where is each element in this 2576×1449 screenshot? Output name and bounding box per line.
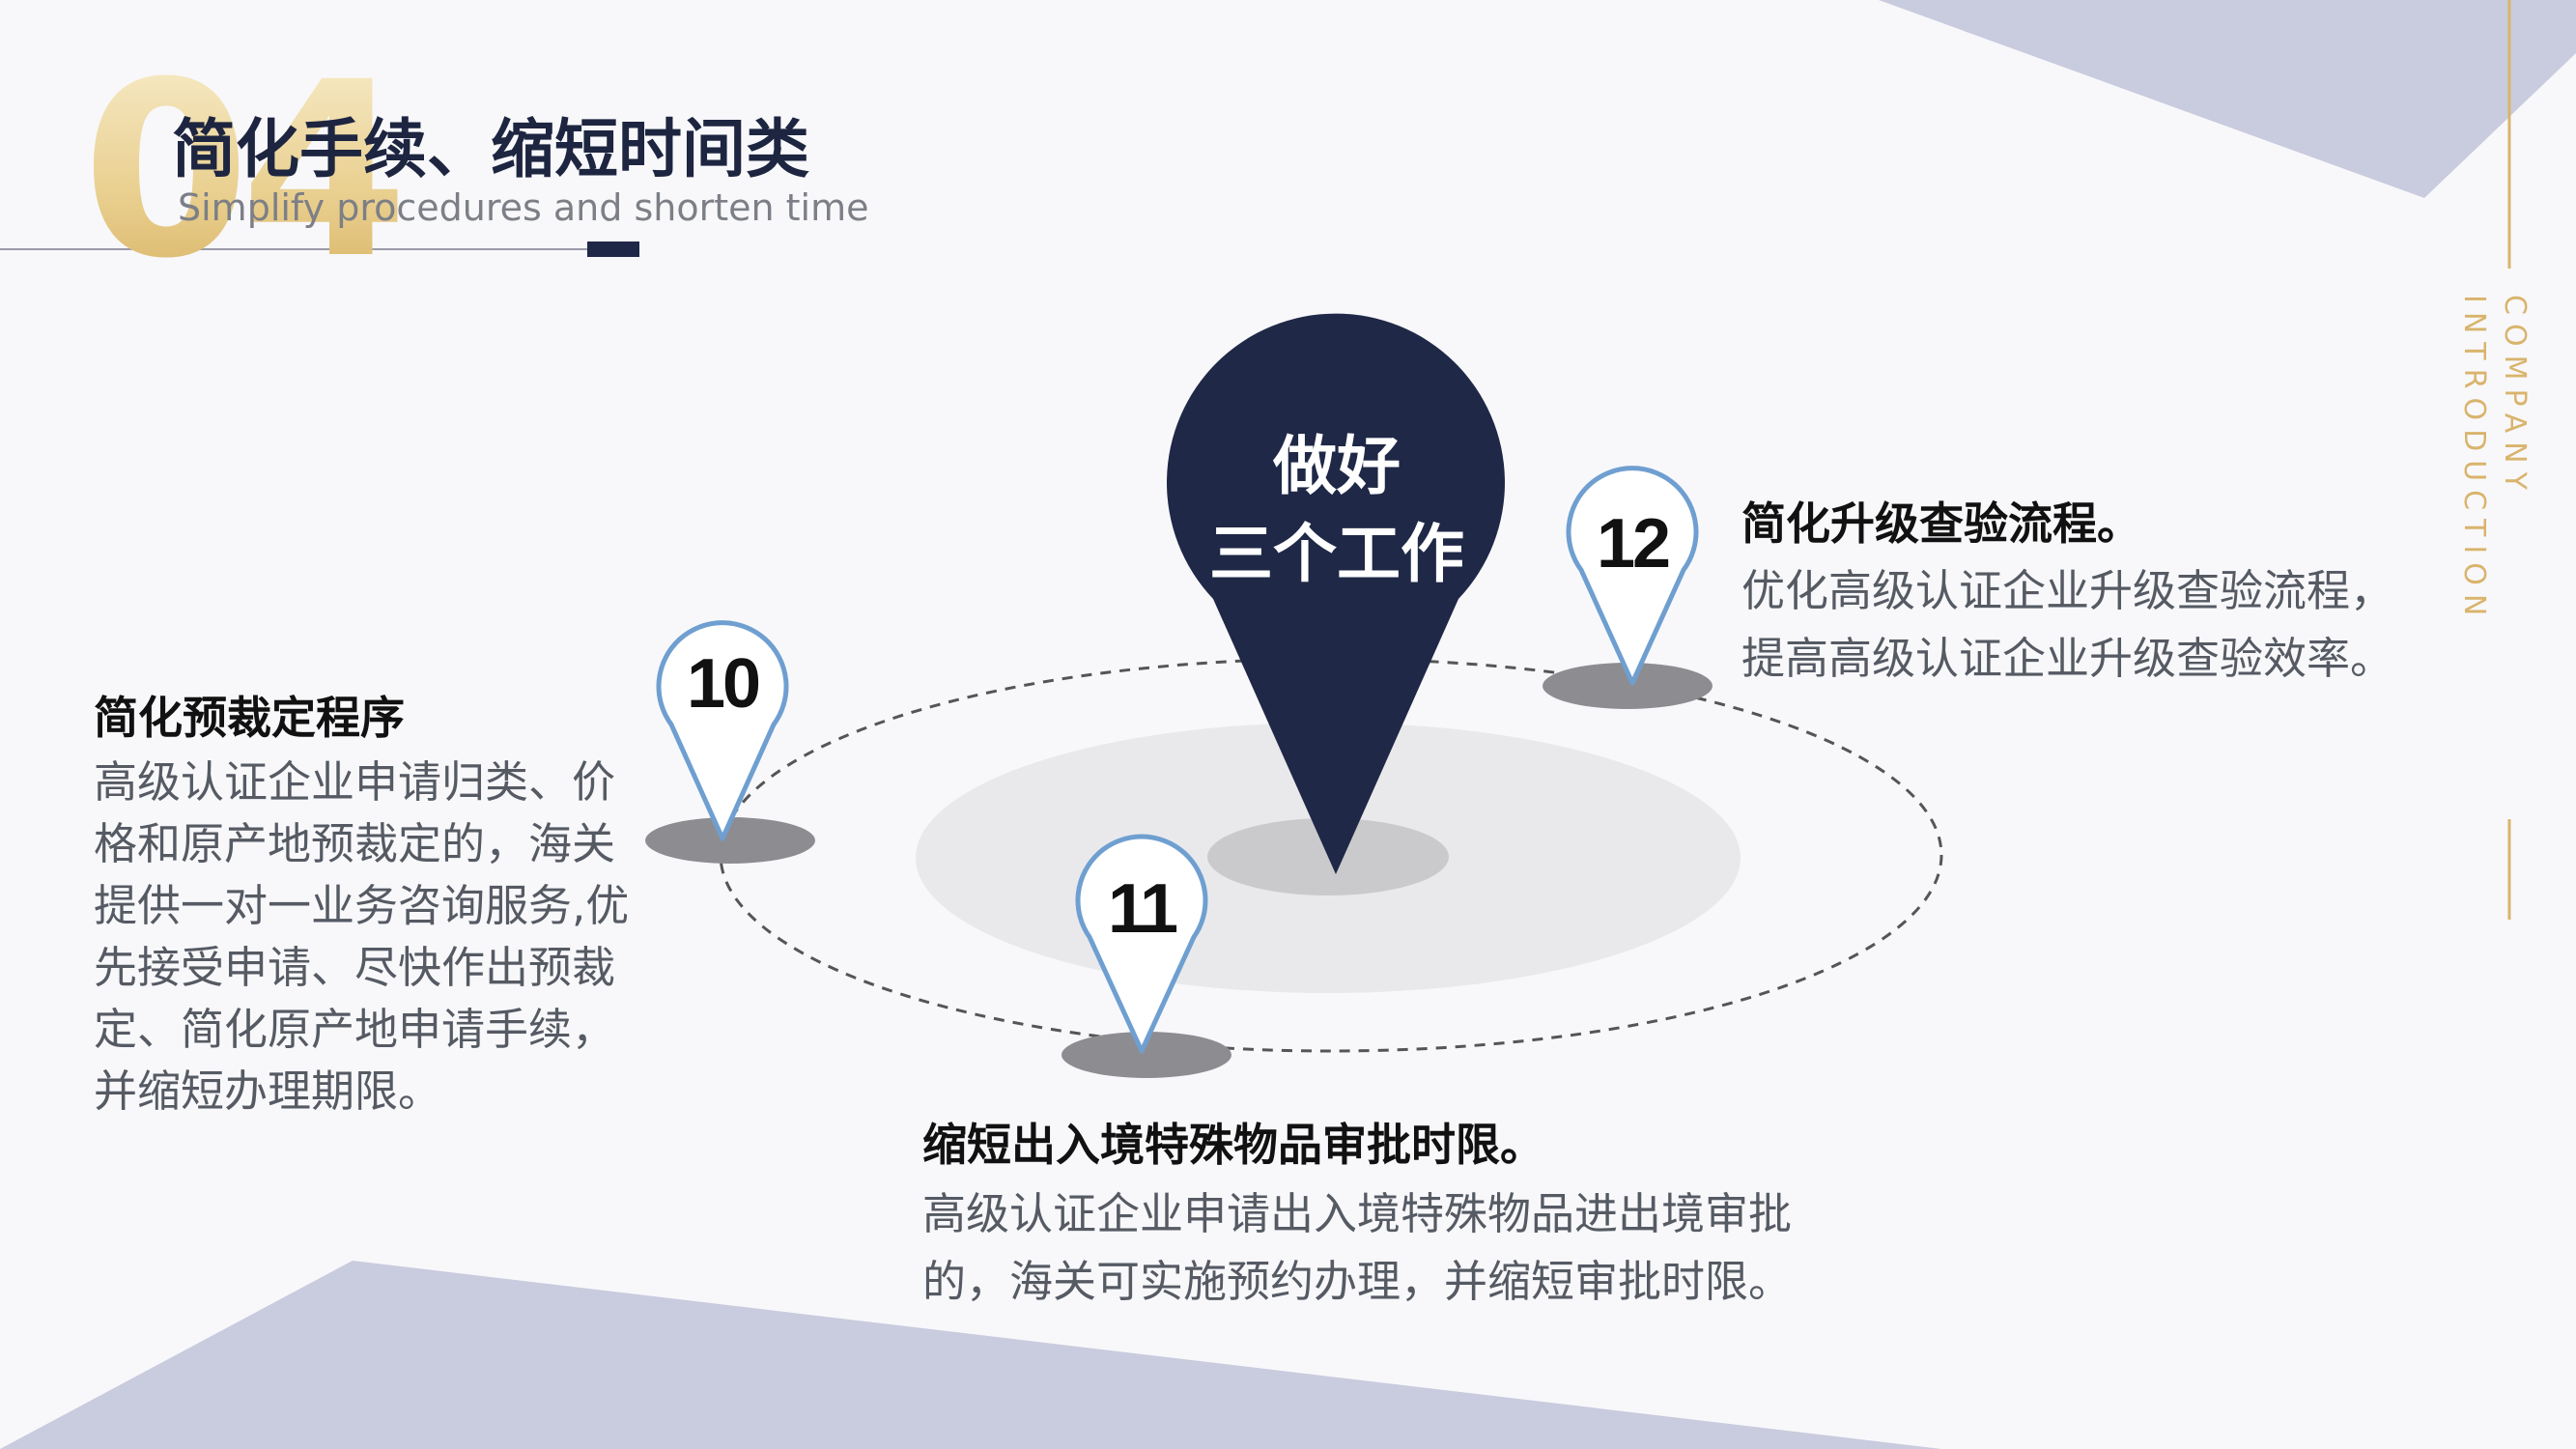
bottom-left-triangle [0, 1261, 1941, 1449]
section-number: 04 [82, 30, 409, 311]
pin-shadow-10 [645, 817, 815, 864]
pin-number-10: 10 [686, 645, 761, 723]
left-block-title: 简化预裁定程序 [94, 692, 405, 744]
side-label-introduction: INTRODUCTION [2457, 295, 2491, 625]
top-right-triangle [1879, 0, 2576, 198]
center-pin-marker [1167, 313, 1505, 874]
page-title: 简化手续、缩短时间类 [172, 112, 809, 186]
pin-number-12: 12 [1596, 505, 1671, 582]
center-text-line2: 三个工作 [1209, 517, 1464, 591]
right-block-title: 简化升级查验流程。 [1741, 497, 2141, 550]
center-text-line1: 做好 [1273, 429, 1401, 503]
bottom-block-body: 高级认证企业申请出入境特殊物品进出境审批 的，海关可实施预约办理，并缩短审批时限… [922, 1188, 1793, 1307]
dashed-orbit [719, 657, 1943, 1053]
page-subtitle: Simplify procedures and shorten time [178, 186, 869, 229]
left-block-body: 高级认证企业申请归类、价 格和原产地预裁定的，海关 提供一对一业务咨询服务,优 … [94, 756, 630, 1117]
pin-shadow-12 [1543, 663, 1713, 709]
pin-marker-11 [1075, 834, 1208, 1054]
pin-marker-12 [1566, 466, 1699, 686]
header-accent-bar [587, 242, 639, 257]
pin-shadow-11 [1062, 1032, 1231, 1078]
bottom-block-title: 缩短出入境特殊物品审批时限。 [922, 1119, 1544, 1171]
right-block-body: 优化高级认证企业升级查验流程， 提高高级认证企业升级查验效率。 [1741, 565, 2394, 684]
pin-marker-10 [656, 620, 789, 841]
pin-number-11: 11 [1107, 870, 1178, 948]
side-label-company: COMPANY [2498, 295, 2532, 498]
side-label: COMPANY INTRODUCTION [2453, 295, 2534, 624]
